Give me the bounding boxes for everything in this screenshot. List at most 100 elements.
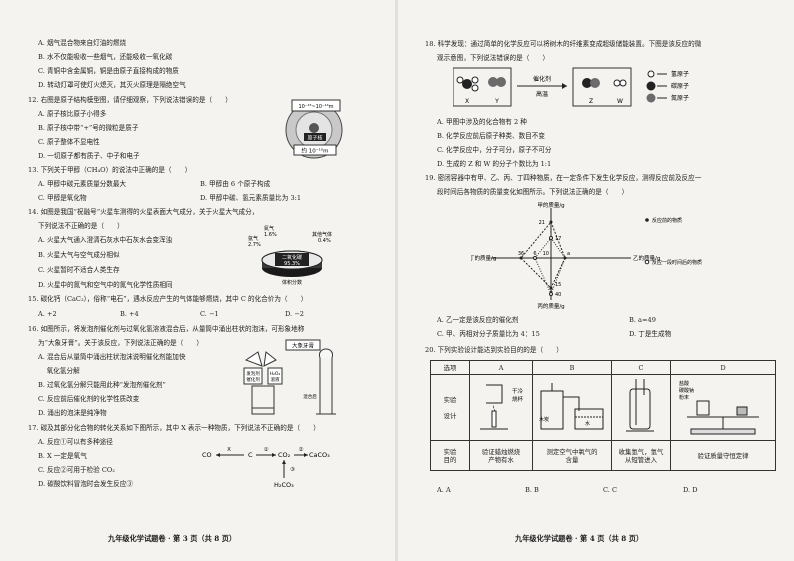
q20-option-c: C. C [603, 486, 618, 494]
page-4-footer: 九年级化学试题卷 · 第 4 页（共 8 页） [515, 534, 644, 543]
q20-design-b: 木炭 水 [532, 374, 612, 441]
q19-option-c: C. 甲、丙相对分子质量比为 4：15 [437, 330, 540, 338]
q20-goal-label: 实验目的 [430, 440, 470, 471]
svg-text:Y: Y [494, 98, 499, 105]
q18-stem-line2: 观示意图，下列说法错误的是（ ） [437, 54, 550, 62]
q13-option-a: A. 甲醇中碳元素质量分数最大 [38, 180, 127, 188]
svg-text:催化剂: 催化剂 [533, 75, 551, 83]
svg-text:36: 36 [518, 251, 524, 257]
svg-text:X: X [465, 98, 469, 105]
q20-design-c [611, 374, 671, 441]
atom-model-figure: 10⁻¹⁵~10⁻¹⁴m 原子核 约 10⁻¹⁰m [285, 99, 343, 159]
q20-head-b: B [532, 360, 612, 375]
svg-text:干冷: 干冷 [512, 387, 524, 395]
q14-option-b: B. 火星大气与空气成分相似 [38, 251, 120, 259]
q12-option-a: A. 原子核比原子小得多 [38, 110, 107, 118]
svg-text:C: C [248, 451, 253, 459]
q20-goal-b: 测定空气中氧气的含量 [532, 440, 612, 471]
q20-header-row: 选项 A B C D [430, 360, 776, 375]
q20-stem: 20. 下列实验设计能达到实验目的的是（ ） [425, 346, 563, 354]
q13-option-c: C. 甲醇是氧化物 [38, 194, 87, 202]
svg-text:氩气: 氩气 [248, 235, 258, 242]
q11-option-a: A. 烟气混合物来自灯油的燃烧 [38, 39, 127, 47]
page-gutter [395, 0, 398, 561]
svg-text:高温: 高温 [536, 90, 548, 98]
q18-option-a: A. 甲图中涉及的化合物有 2 种 [437, 118, 527, 126]
svg-text:③: ③ [290, 467, 295, 473]
svg-text:H₂O₂: H₂O₂ [270, 371, 281, 377]
mass-change-figure: 甲的质量/g 乙的质量/g 丙的质量/g 丁的质量/g 21 17 a 10 6… [471, 201, 702, 310]
q16-option-a-cont: 氧化氢分解 [38, 367, 80, 375]
q17-option-b: B. X 一定是氧气 [38, 452, 87, 460]
carbon-conversion-figure: CO X C ① CO₂ ② CaCO₃ ③ H₂CO₃ [202, 446, 330, 489]
svg-text:1.6%: 1.6% [264, 232, 277, 238]
svg-text:Z: Z [589, 98, 593, 105]
svg-text:15: 15 [555, 282, 561, 288]
q15-option-b: B. +4 [120, 310, 139, 318]
q20-head-a: A [469, 360, 533, 375]
svg-text:其他气体: 其他气体 [312, 231, 332, 238]
q20-goal-c: 收集氢气，氢气从短管进入 [611, 440, 671, 471]
q15-option-c: C. −1 [200, 310, 219, 318]
q13-option-d: D. 甲醇中碳、氢元素质量比为 3:1 [200, 194, 302, 202]
q16-option-d: D. 涌出的泡沫是纯净物 [38, 409, 107, 417]
svg-text:21: 21 [539, 220, 545, 226]
q20-design-d: 盐酸 碳酸钠 粉末 [670, 374, 776, 441]
q18-option-c: C. 化学反应中，分子可分，原子不可分 [437, 146, 552, 154]
q12-option-b: B. 原子核中带“+”号的微粒是质子 [38, 124, 139, 132]
svg-text:碳酸钠: 碳酸钠 [679, 387, 694, 394]
q17-option-c: C. 反应②可用于检验 CO₂ [38, 466, 115, 474]
q12-stem: 12. 右图是原子结构模型图，请仔细观察，下列说法错误的是（ ） [28, 96, 232, 104]
q12-option-c: C. 原子整体不显电性 [38, 138, 100, 146]
svg-text:甲的质量/g: 甲的质量/g [537, 201, 564, 209]
q16-option-c: C. 反应前后催化剂的化学性质改变 [38, 395, 140, 403]
micro-reaction-figure: X Y 催化剂 高温 Z W 氢原子 碳原子 氮原子 [453, 67, 689, 107]
svg-text:大象牙膏: 大象牙膏 [292, 342, 315, 350]
svg-text:木炭: 木炭 [539, 416, 549, 423]
svg-text:17: 17 [555, 236, 561, 242]
q14-stem-line2: 下列说法不正确的是（ ） [38, 222, 124, 230]
q18-stem-line1: 18. 科学发现：通过简单的化学反应可以将树木的纤维素变成超级储能装置。下图是该… [425, 40, 702, 48]
oxygen-measure-apparatus-icon: 木炭 水 [539, 382, 604, 429]
q20-head-option: 选项 [430, 360, 470, 375]
svg-text:2.7%: 2.7% [248, 242, 261, 248]
q15-stem: 15. 碳化钙（CaC₂），俗称“电石”，遇水反应产生的气体能够燃烧，其中 C … [28, 295, 308, 303]
q13-option-b: B. 甲醇由 6 个原子构成 [200, 180, 271, 188]
svg-text:溶液: 溶液 [271, 376, 280, 383]
q11-option-b: B. 水不仅能吸收一些烟气，还能吸收一氧化碳 [38, 53, 173, 61]
q11-option-d: D. 转动灯罩可使灯火熄灭，其灭火原理是隔绝空气 [38, 81, 186, 89]
svg-text:CO₂: CO₂ [278, 451, 291, 459]
svg-text:95.3%: 95.3% [284, 261, 300, 267]
svg-text:②: ② [299, 446, 304, 453]
svg-text:氢原子: 氢原子 [671, 70, 689, 78]
q13-stem: 13. 下列关于甲醇（CH₄O）的说法中正确的是（ ） [28, 166, 192, 174]
balance-scale-icon: 盐酸 碳酸钠 粉末 [679, 380, 759, 434]
q20-design-a: 干冷 烧杯 [469, 374, 533, 441]
exam-page-4: 18. 科学发现：通过简单的化学反应可以将树木的纤维素变成超级储能装置。下图是该… [397, 0, 794, 561]
nucleus-label: 原子核 [307, 135, 322, 142]
q20-head-d: D [670, 360, 776, 375]
page-3-footer: 九年级化学试题卷 · 第 3 页（共 8 页） [108, 534, 237, 543]
q19-option-a: A. 乙一定是该反应的催化剂 [437, 316, 519, 324]
q16-stem-line2: 为“大象牙膏”。关于该反应，下列说法正确的是（ ） [38, 339, 203, 347]
svg-text:反应一段时间后的物质: 反应一段时间后的物质 [652, 259, 702, 266]
q18-option-b: B. 化学反应前后原子种类、数目不变 [437, 132, 545, 140]
svg-text:6: 6 [533, 251, 536, 257]
q17-option-d: D. 碳酸饮料冒泡时会发生反应③ [38, 480, 133, 488]
svg-text:混合后: 混合后 [303, 393, 317, 400]
q19-option-b: B. a=49 [629, 316, 656, 324]
q12-option-d: D. 一切原子都有质子、中子和电子 [38, 152, 140, 160]
q18-option-d: D. 生成的 Z 和 W 的分子个数比为 1:1 [437, 160, 552, 168]
svg-text:发泡剂: 发泡剂 [246, 370, 260, 377]
q16-stem-line1: 16. 如图所示，将发泡剂催化剂与过氧化氢溶液混合后，从量筒中涌出柱状的泡沫，可… [28, 325, 305, 333]
svg-text:H₂CO₃: H₂CO₃ [274, 481, 294, 489]
svg-text:X: X [227, 447, 231, 453]
q20-goal-row: 实验目的 验证蜡烛燃烧产物有水 测定空气中氧气的含量 收集氢气，氢气从短管进入 … [430, 440, 776, 471]
q19-option-d: D. 丁是生成物 [629, 330, 672, 338]
atom-size-label: 10⁻¹⁵~10⁻¹⁴m [298, 104, 333, 110]
q16-option-b: B. 过氧化氢分解只能用此种“发泡剂催化剂” [38, 381, 166, 389]
svg-text:CO: CO [202, 451, 212, 459]
q20-goal-d: 验证质量守恒定律 [670, 440, 776, 471]
q14-option-a: A. 火星大气通入澄清石灰水中石灰水会变浑浊 [38, 236, 173, 244]
svg-text:烧杯: 烧杯 [512, 395, 524, 403]
